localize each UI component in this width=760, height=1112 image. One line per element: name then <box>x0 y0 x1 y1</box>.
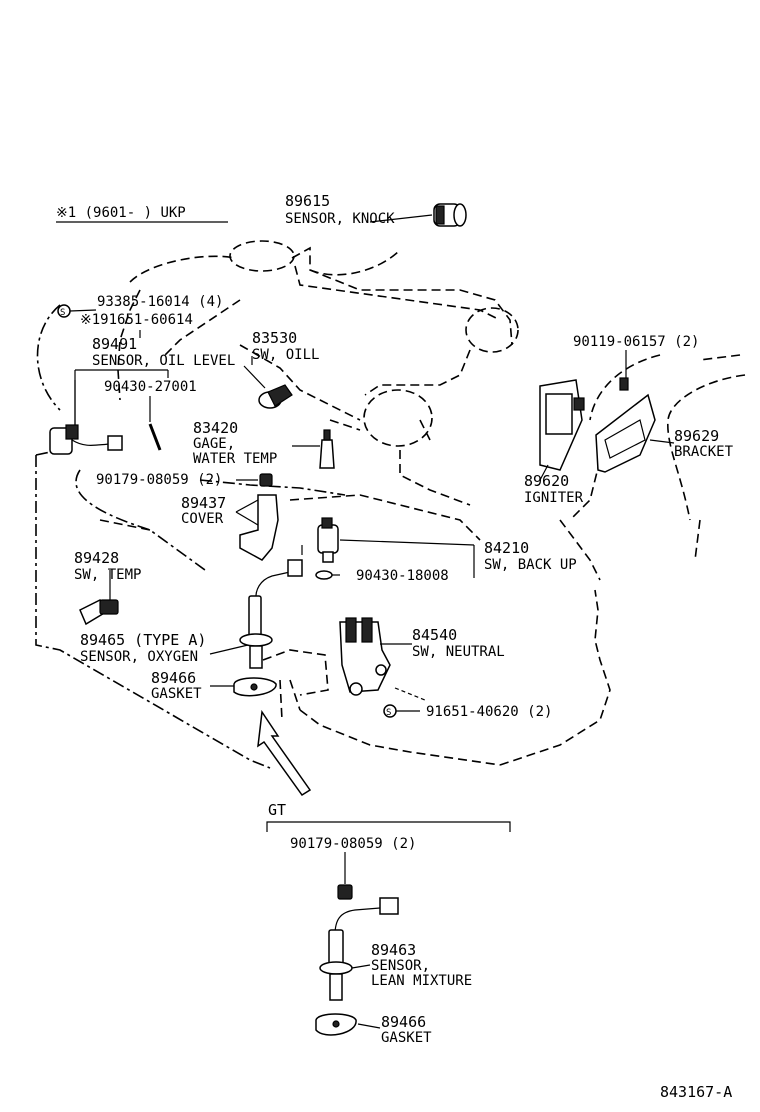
svg-text:93385-16014 (4): 93385-16014 (4) <box>97 294 223 310</box>
part-label-93385[interactable]: 93385-16014 (4) <box>97 294 223 310</box>
svg-text:89615: 89615 <box>285 192 330 210</box>
washer-drawing <box>315 570 333 580</box>
part-label-89437[interactable]: 89437 COVER <box>181 494 226 527</box>
svg-text:BRACKET: BRACKET <box>674 444 734 460</box>
part-label-90119[interactable]: 90119-06157 (2) <box>573 334 699 350</box>
knock-sensor-drawing <box>433 203 467 227</box>
svg-text:89629: 89629 <box>674 427 719 445</box>
svg-text:83530: 83530 <box>252 329 297 347</box>
drawing-code: 843167-A <box>660 1083 732 1101</box>
svg-text:89463: 89463 <box>371 941 416 959</box>
part-label-90179-lower[interactable]: 90179-08059 (2) <box>290 836 416 852</box>
svg-text:90430-27001: 90430-27001 <box>104 379 197 395</box>
svg-text:90119-06157 (2): 90119-06157 (2) <box>573 334 699 350</box>
svg-text:S: S <box>386 708 391 718</box>
part-label-90430-27001[interactable]: 90430-27001 <box>104 379 197 395</box>
svg-text:SW, TEMP: SW, TEMP <box>74 567 141 583</box>
part-label-89620[interactable]: 89620 IGNITER <box>524 472 584 506</box>
transmission-outline <box>262 519 611 766</box>
part-label-84540[interactable]: 84540 SW, NEUTRAL <box>412 626 505 660</box>
svg-text:SW, BACK UP: SW, BACK UP <box>484 557 577 573</box>
water-temp-sender-drawing <box>319 429 335 469</box>
backup-switch-drawing <box>317 517 339 563</box>
gt-arrow <box>257 709 312 797</box>
svg-text:89437: 89437 <box>181 494 226 512</box>
part-label-89615[interactable]: 89615 SENSOR, KNOCK <box>285 192 395 227</box>
svg-text:83420: 83420 <box>193 419 238 437</box>
svg-text:LEAN MIXTURE: LEAN MIXTURE <box>371 973 472 989</box>
oxygen-gasket-hole <box>250 683 258 691</box>
svg-text:89491: 89491 <box>92 335 137 353</box>
svg-text:89620: 89620 <box>524 472 569 490</box>
nut-drawing-2 <box>337 884 353 900</box>
part-label-83420[interactable]: 83420 GAGE, WATER TEMP <box>193 419 277 467</box>
part-label-91651-40620[interactable]: 91651-40620 (2) <box>426 704 552 720</box>
section-label-gt: GT <box>268 801 286 819</box>
part-label-89466-upper[interactable]: 89466 GASKET <box>151 669 202 702</box>
lean-gasket-hole <box>332 1020 340 1028</box>
svg-text:S: S <box>60 308 65 318</box>
igniter-drawing <box>539 379 585 471</box>
lean-mixture-sensor-drawing <box>319 897 399 1001</box>
circle-s-marker-1: S <box>57 304 71 318</box>
cover-drawing <box>239 494 279 561</box>
svg-text:WATER TEMP: WATER TEMP <box>193 451 277 467</box>
part-label-84210[interactable]: 84210 SW, BACK UP <box>484 539 577 573</box>
bracket-drawing <box>595 377 656 473</box>
circle-s-marker-2: S <box>383 704 397 718</box>
part-label-83530[interactable]: 83530 SW, OILL <box>252 329 319 363</box>
neutral-switch-drawing <box>339 617 426 701</box>
svg-text:90179-08059 (2): 90179-08059 (2) <box>96 472 222 488</box>
igniter-area-outline <box>569 354 746 561</box>
svg-text:SENSOR, OXYGEN: SENSOR, OXYGEN <box>80 649 198 665</box>
temp-switch-drawing <box>79 598 119 626</box>
part-label-89463[interactable]: 89463 SENSOR, LEAN MIXTURE <box>371 941 472 989</box>
nut-drawing-1 <box>259 473 273 487</box>
svg-text:SW, OILL: SW, OILL <box>252 347 319 363</box>
svg-text:SENSOR,: SENSOR, <box>371 958 430 974</box>
svg-text:89466: 89466 <box>381 1013 426 1031</box>
svg-text:89465 (TYPE A): 89465 (TYPE A) <box>80 631 206 649</box>
harness-outline-left <box>35 455 271 769</box>
svg-text:89428: 89428 <box>74 549 119 567</box>
svg-text:91651-40620 (2): 91651-40620 (2) <box>426 704 552 720</box>
oxygen-sensor-drawing <box>239 545 303 669</box>
svg-text:COVER: COVER <box>181 511 224 527</box>
part-label-90179-upper[interactable]: 90179-08059 (2) <box>96 472 222 488</box>
part-label-89491[interactable]: 89491 SENSOR, OIL LEVEL <box>92 335 235 369</box>
diagram-note: ※1 (9601- ) UKP <box>56 205 186 221</box>
harness-outline-top <box>35 449 61 456</box>
svg-text:90430-18008: 90430-18008 <box>356 568 449 584</box>
svg-text:GASKET: GASKET <box>151 686 202 702</box>
part-label-89465[interactable]: 89465 (TYPE A) SENSOR, OXYGEN <box>80 631 206 665</box>
svg-text:GASKET: GASKET <box>381 1030 432 1046</box>
svg-text:SW, NEUTRAL: SW, NEUTRAL <box>412 644 505 660</box>
oil-switch-drawing <box>258 384 293 409</box>
svg-text:90179-08059 (2): 90179-08059 (2) <box>290 836 416 852</box>
svg-text:84540: 84540 <box>412 626 457 644</box>
svg-text:89466: 89466 <box>151 669 196 687</box>
engine-outline <box>36 240 519 571</box>
svg-text:IGNITER: IGNITER <box>524 490 584 506</box>
gasket-stick-drawing <box>148 423 162 451</box>
part-label-91651-60614[interactable]: ※191651-60614 <box>80 312 193 328</box>
gt-section-bracket <box>266 821 511 832</box>
leader-lines <box>69 214 675 1029</box>
svg-text:※191651-60614: ※191651-60614 <box>80 312 193 328</box>
part-label-89428[interactable]: 89428 SW, TEMP <box>74 549 141 583</box>
svg-text:84210: 84210 <box>484 539 529 557</box>
svg-text:GAGE,: GAGE, <box>193 436 235 452</box>
part-label-90430-18008[interactable]: 90430-18008 <box>356 568 449 584</box>
svg-text:SENSOR, KNOCK: SENSOR, KNOCK <box>285 211 395 227</box>
part-label-89466-lower[interactable]: 89466 GASKET <box>381 1013 432 1046</box>
svg-text:SENSOR, OIL LEVEL: SENSOR, OIL LEVEL <box>92 353 235 369</box>
svg-text:GT: GT <box>268 801 286 819</box>
part-label-89629[interactable]: 89629 BRACKET <box>674 427 734 460</box>
